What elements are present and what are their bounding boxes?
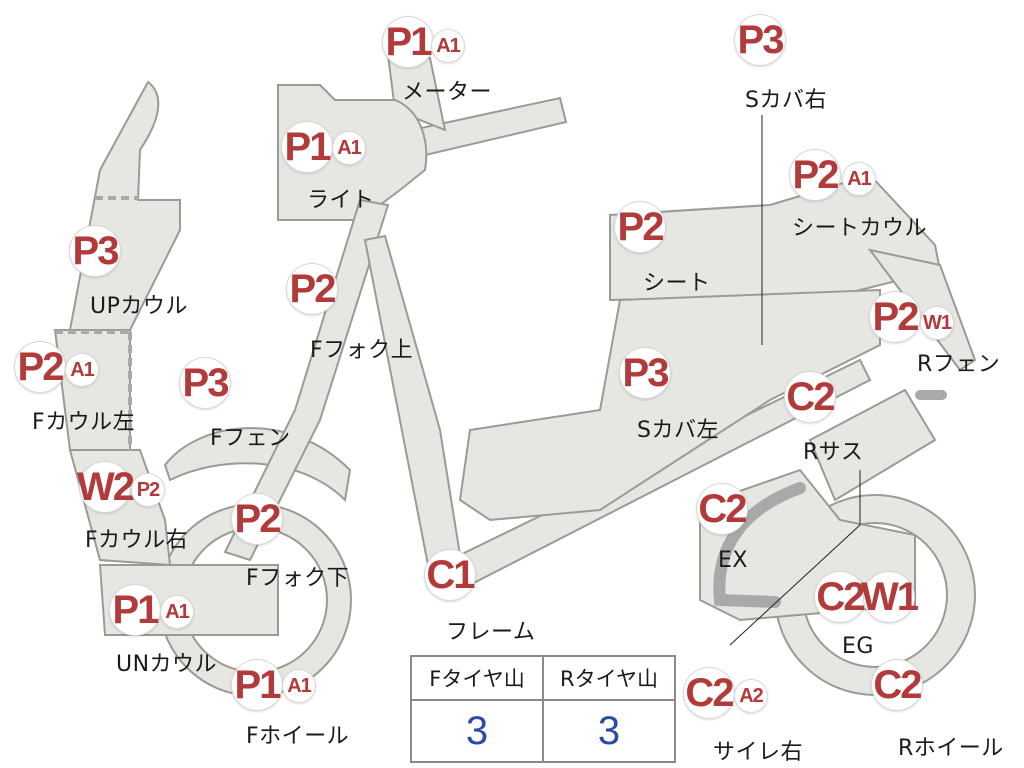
f-fork-upper-label: Fフォク上 <box>310 338 414 363</box>
exhaust-label: EX <box>718 548 748 573</box>
f-cowl-right-code-primary: W2 <box>77 462 135 512</box>
rear-fender-shape <box>867 248 977 372</box>
engine-code-secondary: W1 <box>861 572 919 622</box>
seat-code: P2 <box>615 202 665 252</box>
light-code-secondary: A1 <box>333 132 365 164</box>
silencer-right-label: サイレ右 <box>713 740 804 765</box>
seat-cowl-label: シートカウル <box>792 216 928 241</box>
f-cowl-right-label: Fカウル右 <box>85 528 189 553</box>
f-fender-code: P3 <box>180 358 230 408</box>
s-cover-left-label: Sカバ左 <box>637 418 719 443</box>
r-suspension-code: C2 <box>785 372 836 422</box>
silencer-right-code-primary: C2 <box>684 668 735 718</box>
front-tire-header: Fタイヤ山 <box>410 655 544 701</box>
f-cowl-right-code-secondary: P2 <box>132 474 164 506</box>
seat-cowl-code-secondary: A1 <box>843 163 875 195</box>
r-suspension-label: Rサス <box>803 440 864 465</box>
f-fender-label: Fフェン <box>210 426 291 451</box>
un-cowl-code-primary: P1 <box>110 585 160 635</box>
front-tire-value: 3 <box>410 699 544 763</box>
rear-tire-header: Rタイヤ山 <box>542 655 676 701</box>
seat-label: シート <box>643 271 711 296</box>
f-cowl-left-code-secondary: A1 <box>66 354 98 386</box>
r-fender-label: Rフェン <box>917 352 1001 377</box>
s-cover-right-code: P3 <box>735 15 785 65</box>
light-label: ライト <box>307 188 375 213</box>
f-fork-upper-code: P2 <box>287 264 337 314</box>
f-fork-lower-code: P2 <box>232 494 282 544</box>
meter-label: メーター <box>402 80 493 105</box>
tire-tread-table: Fタイヤ山 Rタイヤ山 3 3 <box>410 655 676 763</box>
r-wheel-code: C2 <box>872 660 923 710</box>
f-wheel-code-secondary: A1 <box>283 670 315 702</box>
r-fender-code-primary: P2 <box>870 292 920 342</box>
f-wheel-label: Fホイール <box>246 724 350 749</box>
r-fender-code-secondary: W1 <box>921 307 953 339</box>
up-cowl-label: UPカウル <box>90 294 188 319</box>
tire-table-value-row: 3 3 <box>410 699 676 763</box>
s-cover-left-code: P3 <box>620 348 670 398</box>
engine-label: EG <box>842 634 874 659</box>
un-cowl-code-secondary: A1 <box>161 596 193 628</box>
up-cowl-code: P3 <box>70 226 120 276</box>
engine-code-primary: C2 <box>815 572 866 622</box>
r-wheel-label: Rホイール <box>898 736 1004 761</box>
f-wheel-code-primary: P1 <box>232 660 282 710</box>
f-fork-lower-label: Fフォク下 <box>246 566 350 591</box>
front-fork-shape <box>223 198 390 562</box>
un-cowl-label: UNカウル <box>116 652 218 677</box>
seat-cowl-code-primary: P2 <box>790 150 840 200</box>
meter-code-primary: P1 <box>383 17 433 67</box>
f-cowl-left-code-primary: P2 <box>15 342 65 392</box>
silencer-leader <box>729 524 861 646</box>
rear-suspension-shape <box>808 388 937 502</box>
silencer-right-code-secondary: A2 <box>735 680 767 712</box>
rear-tire-value: 3 <box>542 699 676 763</box>
tire-table-header-row: Fタイヤ山 Rタイヤ山 <box>410 655 676 701</box>
s-cover-right-label: Sカバ右 <box>745 88 827 113</box>
exhaust-pipe <box>713 482 806 608</box>
light-code-primary: P1 <box>282 122 332 172</box>
frame-code: C1 <box>425 550 476 600</box>
meter-code-secondary: A1 <box>432 30 464 62</box>
f-cowl-left-label: Fカウル左 <box>32 410 136 435</box>
frame-label: フレーム <box>446 620 536 645</box>
exhaust-code: C2 <box>697 484 748 534</box>
